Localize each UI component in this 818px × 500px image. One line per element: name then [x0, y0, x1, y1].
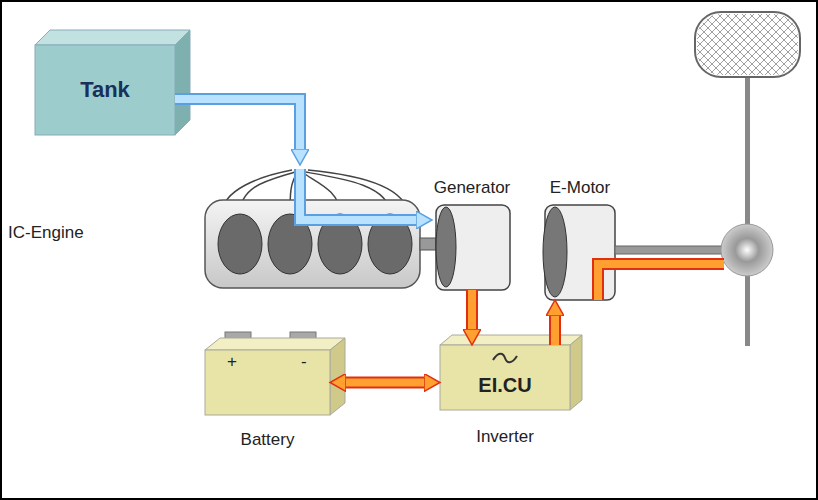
node-label: E-Motor — [550, 178, 610, 198]
arrow-fill — [300, 169, 416, 220]
node-label: Battery — [241, 430, 295, 450]
arrow-fill — [346, 379, 424, 387]
arrow-outline — [549, 310, 561, 345]
node-title: Tank — [80, 77, 130, 103]
terminal-sign: - — [301, 352, 307, 372]
node-label: Generator — [434, 178, 511, 198]
arrow-fill — [468, 290, 476, 329]
flow-arrow — [300, 169, 422, 220]
generator-illustration — [436, 205, 510, 290]
node-label: Inverter — [476, 427, 534, 447]
engine-illustration — [205, 170, 436, 288]
flow-arrow — [555, 310, 556, 345]
node-title: EI.CU — [478, 374, 531, 397]
battery-node: Battery+- — [205, 350, 330, 415]
engine-node: IC-Engine — [200, 165, 425, 295]
arrow-outline — [175, 99, 300, 155]
arrow-outline — [300, 169, 422, 220]
flow-arrow — [340, 382, 430, 383]
inverter-node: EI.CUInverter — [440, 345, 570, 410]
arrow-fill — [175, 99, 300, 149]
arrow-outline — [340, 377, 430, 389]
tank-node: Tank — [35, 45, 175, 135]
wheel-axle — [695, 12, 800, 346]
flow-arrow — [175, 99, 300, 155]
drive-flow — [598, 264, 724, 300]
node-label: IC-Engine — [8, 223, 84, 243]
tank-box — [35, 30, 190, 135]
arrow-fill — [551, 316, 559, 345]
e-motor-node: E-Motor — [540, 205, 620, 300]
terminal-sign: + — [227, 352, 237, 372]
e-motor-illustration — [543, 205, 723, 300]
inverter-box — [440, 335, 582, 410]
flow-arrow — [472, 290, 473, 335]
generator-node: Generator — [432, 205, 512, 290]
battery-box — [205, 332, 345, 415]
arrow-outline — [466, 290, 478, 335]
